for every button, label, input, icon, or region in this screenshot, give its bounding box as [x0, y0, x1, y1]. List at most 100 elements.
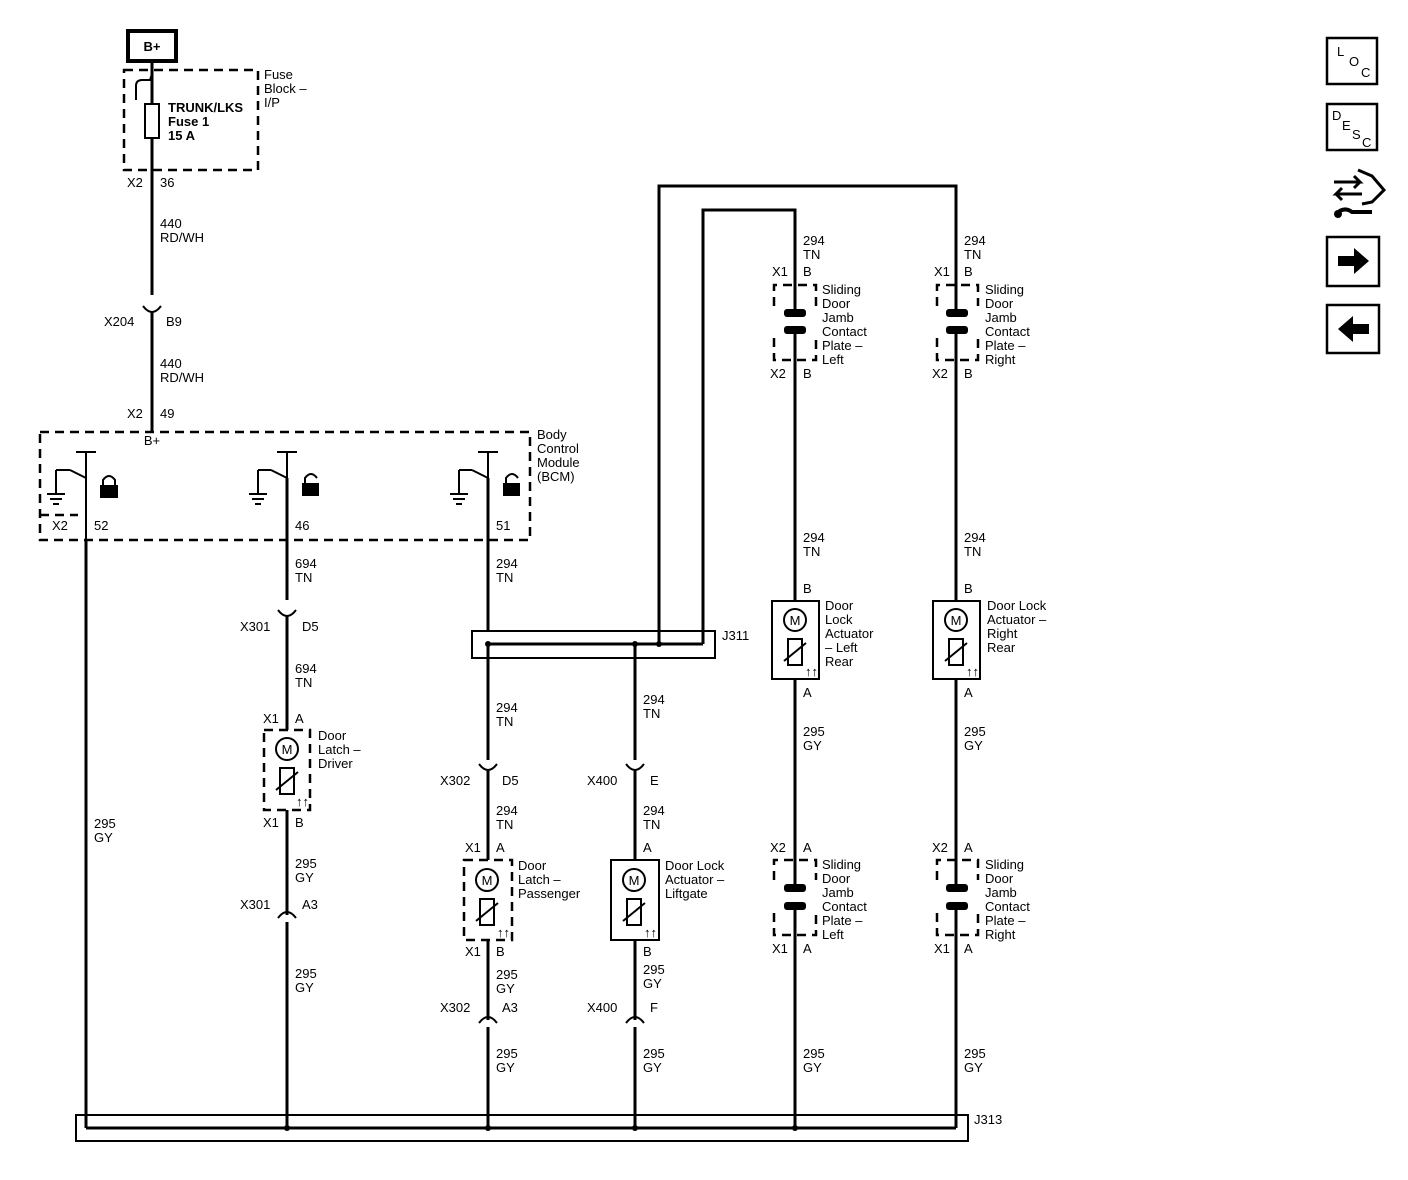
fuse-pin: 36 — [160, 175, 174, 190]
svg-text:294: 294 — [964, 233, 986, 248]
svg-text:Passenger: Passenger — [518, 886, 581, 901]
svg-text:Right: Right — [985, 927, 1016, 942]
svg-text:295: 295 — [496, 967, 518, 982]
svg-text:Fuse 1: Fuse 1 — [168, 114, 209, 129]
svg-text:Actuator –: Actuator – — [665, 872, 725, 887]
svg-text:S: S — [1352, 127, 1361, 142]
svg-text:F: F — [650, 1000, 658, 1015]
svg-text:Actuator: Actuator — [825, 626, 874, 641]
svg-text:Left: Left — [822, 352, 844, 367]
connector-end-view-icon[interactable] — [1332, 168, 1387, 218]
svg-text:Door: Door — [318, 728, 347, 743]
svg-text:Plate –: Plate – — [822, 913, 863, 928]
svg-text:A: A — [496, 840, 505, 855]
svg-text:Jamb: Jamb — [822, 310, 854, 325]
svg-text:C: C — [1361, 65, 1370, 80]
battery-terminal: B+ — [126, 29, 178, 63]
bcm-bplus: B+ — [144, 433, 160, 448]
x400-inline-connector-lower — [625, 1016, 645, 1024]
svg-text:Actuator –: Actuator – — [987, 612, 1047, 627]
svg-text:Door Lock: Door Lock — [665, 858, 725, 873]
svg-text:440: 440 — [160, 356, 182, 371]
j311-splice — [471, 630, 716, 659]
svg-text:Left: Left — [822, 927, 844, 942]
unlock-icon — [302, 473, 319, 496]
door-lock-actuator-left-rear-label: Door Lock Actuator – Left Rear — [825, 598, 874, 669]
svg-text:RD/WH: RD/WH — [160, 370, 204, 385]
svg-text:294: 294 — [803, 530, 825, 545]
svg-text:X1: X1 — [465, 840, 481, 855]
svg-text:Module: Module — [537, 455, 580, 470]
svg-text:51: 51 — [496, 518, 510, 533]
svg-text:O: O — [1349, 54, 1359, 69]
svg-text:694: 694 — [295, 556, 317, 571]
svg-text:295: 295 — [964, 1046, 986, 1061]
door-latch-passenger: M ↑↑ — [462, 858, 514, 942]
svg-text:X302: X302 — [440, 1000, 470, 1015]
svg-text:X2: X2 — [770, 366, 786, 381]
svg-text:52: 52 — [94, 518, 108, 533]
svg-text:X1: X1 — [772, 264, 788, 279]
svg-text:A: A — [964, 685, 973, 700]
svg-text:X1: X1 — [263, 815, 279, 830]
svg-text:Rear: Rear — [987, 640, 1016, 655]
fuse-icon — [144, 103, 160, 139]
svg-text:X204: X204 — [104, 314, 134, 329]
svg-text:Lock: Lock — [825, 612, 853, 627]
svg-text:Plate –: Plate – — [985, 913, 1026, 928]
svg-text:294: 294 — [496, 556, 518, 571]
sliding-door-contact-plate-right-upper-label: Sliding Door Jamb Contact Plate – Right — [985, 282, 1030, 367]
svg-text:X2: X2 — [52, 518, 68, 533]
svg-text:↑↑: ↑↑ — [296, 794, 309, 809]
svg-text:295: 295 — [295, 966, 317, 981]
motor-icon: M — [282, 742, 293, 757]
svg-text:↑↑: ↑↑ — [805, 664, 818, 679]
x301-inline-connector-lower — [277, 911, 297, 919]
svg-text:295: 295 — [94, 816, 116, 831]
svg-text:– Left: – Left — [825, 640, 858, 655]
desc-button[interactable]: D E S C — [1325, 102, 1379, 152]
svg-text:TN: TN — [964, 544, 981, 559]
svg-text:A3: A3 — [302, 897, 318, 912]
svg-text:GY: GY — [295, 870, 314, 885]
svg-text:Liftgate: Liftgate — [665, 886, 708, 901]
sliding-door-contact-plate-left-lower-label: Sliding Door Jamb Contact Plate – Left — [822, 857, 867, 942]
svg-text:A: A — [964, 941, 973, 956]
svg-text:GY: GY — [496, 981, 515, 996]
svg-text:Plate –: Plate – — [985, 338, 1026, 353]
svg-text:Contact: Contact — [985, 324, 1030, 339]
fuse-block-label: Fuse Block – I/P — [264, 67, 307, 110]
svg-text:Control: Control — [537, 441, 579, 456]
x302-inline-connector-lower — [478, 1016, 498, 1024]
loc-button[interactable]: L O C — [1325, 36, 1379, 86]
svg-text:294: 294 — [496, 803, 518, 818]
svg-text:Latch –: Latch – — [518, 872, 561, 887]
door-latch-driver-label: Door Latch – Driver — [318, 728, 361, 771]
fuse-block-outline — [122, 68, 260, 172]
svg-text:Sliding: Sliding — [822, 857, 861, 872]
bcm-outline — [38, 430, 532, 542]
arrow-right-button[interactable] — [1325, 235, 1381, 288]
svg-text:295: 295 — [964, 724, 986, 739]
svg-text:X1: X1 — [772, 941, 788, 956]
svg-text:TN: TN — [496, 570, 513, 585]
svg-text:294: 294 — [803, 233, 825, 248]
svg-text:294: 294 — [496, 700, 518, 715]
svg-text:X1: X1 — [263, 711, 279, 726]
svg-text:Rear: Rear — [825, 654, 854, 669]
svg-text:TN: TN — [964, 247, 981, 262]
svg-text:X2: X2 — [127, 406, 143, 421]
svg-text:Jamb: Jamb — [985, 310, 1017, 325]
svg-text:295: 295 — [643, 962, 665, 977]
svg-text:X301: X301 — [240, 897, 270, 912]
svg-text:GY: GY — [496, 1060, 515, 1075]
svg-text:A: A — [964, 840, 973, 855]
svg-text:B: B — [803, 581, 812, 596]
lock-icon — [100, 475, 118, 498]
door-lock-actuator-liftgate: M ↑↑ — [610, 859, 660, 941]
svg-text:A: A — [803, 941, 812, 956]
bcm-relay-switch-1 — [47, 451, 118, 540]
arrow-left-button[interactable] — [1325, 303, 1381, 355]
svg-text:294: 294 — [964, 530, 986, 545]
